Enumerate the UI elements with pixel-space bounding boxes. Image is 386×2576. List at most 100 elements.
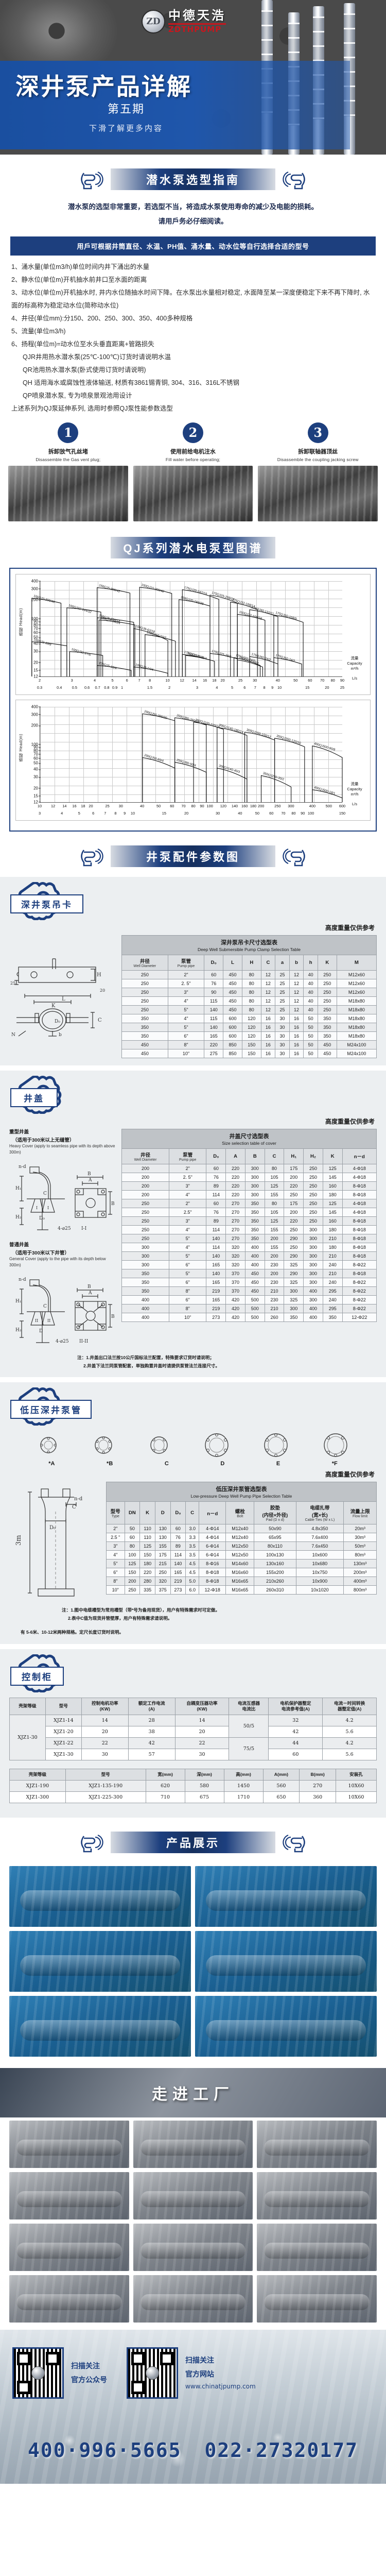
table-cell: 320 [225,1251,245,1261]
table-cell: 120 [241,1013,261,1023]
table-caption-row: 深井泵吊卡尺寸选型表 Deep Well Submersible Pump Cl… [121,935,377,955]
section-banner-curve-chart: QJ系列潜水电泵型图谱 [0,536,386,558]
chart-curve [66,607,101,676]
table-cell: 12 [289,987,304,997]
chart-curve [31,598,62,676]
table-cell: 125 [139,1541,155,1551]
table-cell: 500 [244,1303,265,1313]
table-cell: 219 [206,1286,226,1296]
table-cell: 12-Φ22 [342,1312,377,1322]
step-number-badge: 2 [183,422,203,443]
qr-center-logo [146,2366,159,2380]
clamp-table-title-en: Deep Well Submersible Pump Clamp Selecti… [197,946,301,952]
heavy-cover-title-cn: 重型井盖 [9,1129,29,1135]
qr-code-wechat[interactable] [12,2347,64,2399]
table-cell: 160 [322,1216,343,1226]
chart-curves: 100QJ2-200/40100QJ32-144/32150QJ5-300/42… [31,583,304,676]
chart-curve [244,732,275,802]
chart-curve [249,609,278,676]
table-cell: 300 [284,1303,304,1313]
table-cell: 4" [168,1242,207,1252]
table-cell: 450 [244,1277,265,1287]
chart-x-tick: 1 [121,685,124,690]
table-cell: 250 [303,1181,323,1191]
guide-subpoint: QP喷泉潜水泵, 专为喷泉景观池用设计 [23,392,132,399]
table-cell: 180 [139,1559,155,1569]
table-cell: 8-Φ22 [342,1295,377,1304]
chart-x-tick: 3 [71,677,73,683]
chart-x-tick: 10 [277,685,282,690]
website-url[interactable]: www.chinatjpump.com [185,2383,256,2391]
table-cell: 219 [170,1577,186,1586]
table-cell: 850 [223,1048,242,1058]
table-cell: 145 [322,1207,343,1217]
chart-x-tick: 20 [89,803,93,808]
table-cell: 3" [106,1541,125,1551]
phone-landline[interactable]: 022·27320177 [204,2439,358,2462]
svg-text:C: C [72,1504,76,1510]
table-cell: 300 [303,1233,323,1243]
svg-text:4-⌀25: 4-⌀25 [58,1226,71,1231]
table-cell: 6" [168,1260,207,1269]
product-photo [9,1866,191,1927]
table-cell: 350 [244,1233,265,1243]
table-cell: 350 [244,1207,265,1217]
table-cell: 450 [317,1048,337,1058]
table-cell: 325 [284,1277,304,1287]
chart-y-tick: 12 [33,800,41,805]
table-cell: 250 [303,1172,323,1182]
step-item: 2 使用前给电机注水 Fill water before operating; [133,422,253,521]
table-cell: 295 [322,1303,343,1313]
column-header: M [336,954,377,971]
table-cell: 3.5 [185,1550,200,1560]
table-cell: 12 [289,978,304,988]
table-cell: 125 [322,1198,343,1208]
table-cell: 175 [284,1198,304,1208]
page-footer: 扫描关注 官方公众号 扫描关注 官方网站 www.chinatjpump.com [0,2330,386,2484]
table-cell: 100x130 [254,1550,296,1560]
table-cell: 4.2 [322,1714,377,1726]
qr-finder-top-right [160,2352,173,2366]
svg-text:H₁: H₁ [15,1299,21,1304]
chart-x-tick: 2 [168,685,171,690]
table-caption-row: 低压深井泵管选型表 Low-pressure Deep Well Pump Pi… [106,1482,377,1502]
column-header-en: Well Diameter [133,964,156,968]
table-cell: 295 [322,1286,343,1296]
table-cell: 60 [268,1748,323,1760]
table-cell: 30 [275,1013,290,1023]
table-cell: 8-Φ18 [342,1181,377,1191]
table-cell: 4.8x350 [295,1524,344,1534]
chart-x-tick: 40 [238,810,242,816]
table-cell: 3.0 [185,1524,200,1534]
table-cell: 300 [244,1190,265,1199]
flange-section-e-icon [264,1433,288,1458]
phone-hotline[interactable]: 400·996·5665 [28,2439,182,2462]
chart-x-tick: 0.5 [72,685,78,690]
table-cell: 270 [225,1233,245,1243]
chart-x-tick: 90 [301,810,305,816]
chart-x-tick: 9 [124,810,126,816]
table-cell: 5" [168,1233,207,1243]
flange-section-a-icon [40,1437,57,1453]
table-cell: 4" [167,1013,205,1023]
table-cell: 220 [284,1181,304,1191]
step-item: 3 拆卸联轴器顶丝 Disassemble the coupling jacki… [258,422,378,521]
table-cell: 350 [244,1216,265,1226]
svg-text:D₀: D₀ [55,1019,60,1024]
table-cell: 650 [262,1791,300,1804]
table-cell: M12x40 [225,1533,255,1543]
table-cell: 450 [223,996,242,1006]
column-header: 电缆扎带(宽×长)Cable Ties (W x L) [295,1501,344,1525]
qr-code-website[interactable] [127,2347,178,2399]
